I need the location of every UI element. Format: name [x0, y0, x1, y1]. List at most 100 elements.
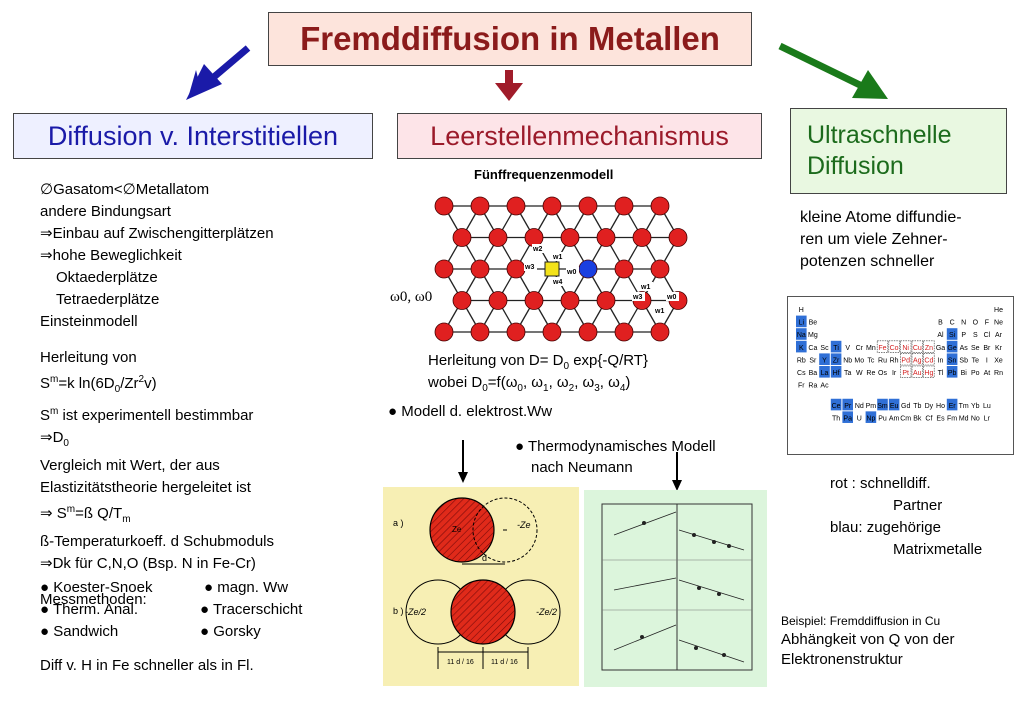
freq-label-bg: [566, 267, 579, 276]
element-symbol: Pt: [902, 370, 909, 377]
element-symbol: Zn: [925, 345, 933, 352]
formula-sm: Sm=k ln(6D0/Zr2v): [40, 369, 274, 401]
matrix-metal-cell: [830, 353, 842, 365]
lattice-atom: [614, 322, 634, 342]
element-symbol: Rn: [994, 370, 1003, 377]
seg: , ω: [599, 374, 620, 391]
data-point: [717, 592, 721, 596]
element-symbol: He: [994, 307, 1003, 314]
method-item: ● Koester-Snoek: [40, 579, 153, 596]
element-symbol: Nb: [843, 357, 852, 364]
lattice-atom: [632, 228, 652, 247]
data-point: [694, 646, 698, 650]
element-symbol: O: [973, 320, 979, 327]
matrix-metal-cell: [796, 328, 807, 340]
text-line: andere Bindungsart: [40, 203, 171, 220]
element-symbol: Ce: [832, 403, 841, 410]
lattice-atom: [488, 228, 508, 247]
element-symbol: Ir: [892, 370, 897, 377]
fast-diffuser-cell: [911, 353, 923, 366]
text-line: ∅Gasatom<∅Metallatom: [40, 181, 210, 198]
bullet-label-cont: nach Neumann: [531, 459, 633, 476]
matrix-metal-cell: [888, 398, 900, 411]
lattice-atom: [434, 322, 454, 342]
element-symbol: Ge: [947, 345, 956, 352]
element-symbol: Es: [936, 415, 945, 422]
label-a: a ): [393, 518, 404, 528]
freq-label: w2: [532, 246, 542, 253]
element-symbol: Au: [913, 370, 922, 377]
freq-label: w1: [654, 308, 664, 315]
fast-diffuser-cell: [911, 340, 923, 353]
element-symbol: Md: [959, 415, 969, 422]
freq-label: w0: [566, 269, 576, 276]
trend-line: [613, 577, 677, 591]
data-point: [642, 521, 646, 525]
matrix-metal-cell: [877, 398, 888, 411]
lattice-atom: [578, 196, 598, 216]
element-symbol: Tc: [867, 357, 875, 364]
main-title: Fremddiffusion in Metallen: [300, 20, 720, 57]
method-item: ● Therm. Anal.: [40, 601, 139, 618]
element-symbol: Hg: [924, 370, 933, 377]
element-symbol: Yb: [971, 403, 980, 410]
element-symbol: Er: [949, 403, 957, 410]
element-symbol: Fm: [947, 415, 957, 422]
element-symbol: In: [938, 357, 944, 364]
element-symbol: Se: [971, 345, 980, 352]
label-ze2-left: -Ze/2: [405, 607, 426, 617]
seg: 4: [619, 383, 626, 394]
freq-label-bg: [654, 306, 667, 315]
method-item: ● Tracerschicht: [200, 601, 303, 618]
vacancy-circle-a: [472, 497, 538, 563]
matrix-metal-cell: [946, 398, 958, 411]
derivation-line1: Herleitung von D= D0 exp{-Q/RT}: [428, 350, 648, 378]
element-symbol: Gd: [901, 403, 910, 410]
matrix-metal-cell: [819, 366, 830, 378]
element-symbol: Sm: [877, 403, 888, 410]
text-line: ⇒D0: [40, 427, 274, 455]
element-symbol: Lr: [984, 415, 991, 422]
element-symbol: Tb: [913, 403, 921, 410]
seg: 0: [114, 384, 121, 395]
text-line: Sm ist experimentell bestimmbar: [40, 401, 274, 427]
matrix-metal-cell: [830, 366, 842, 378]
data-point: [640, 635, 644, 639]
trend-line: [678, 529, 745, 551]
element-symbol: Cu: [913, 345, 922, 352]
text-line: ren um viele Zehner-: [800, 231, 948, 248]
lattice-atom: [434, 196, 454, 216]
element-symbol: Na: [797, 332, 806, 339]
electrostatic-figure: a ) b ) -Ze Ze d -Ze/2 -Ze/2 11 d / 16 1…: [383, 487, 579, 686]
element-symbol: Nd: [855, 403, 864, 410]
method-label: Koester-Snoek: [53, 579, 153, 596]
element-symbol: Tl: [938, 370, 944, 377]
trend-line: [613, 624, 677, 651]
lattice-atom: [614, 196, 634, 216]
label-b: b ): [393, 606, 404, 616]
seg: wobei D: [428, 374, 483, 391]
seg: =ß Q/T: [75, 505, 123, 522]
arrow-down-1-head: [458, 472, 468, 483]
interstitial-diffusion-title: Diffusion v. Interstitiellen: [47, 120, 339, 151]
element-symbol: K: [799, 345, 804, 352]
solute-atom-a: [429, 497, 495, 563]
arrow-right-head: [852, 70, 888, 99]
freq-label: w3: [632, 294, 642, 301]
freq-label: w4: [552, 279, 562, 286]
method-label: Therm. Anal.: [52, 601, 139, 618]
element-symbol: Pu: [878, 415, 887, 422]
seg: m: [50, 406, 59, 417]
right-description: kleine Atome diffundie- ren um viele Zeh…: [800, 207, 962, 273]
lattice-atom: [668, 228, 688, 247]
lattice-atom: [506, 322, 526, 342]
element-symbol: W: [856, 370, 863, 377]
element-symbol: Mn: [866, 345, 876, 352]
arrow-right-shaft: [778, 42, 864, 90]
seg: ⇒ S: [40, 505, 67, 522]
element-symbol: Fr: [798, 383, 805, 390]
element-symbol: Zr: [833, 357, 840, 364]
element-symbol: C: [950, 320, 955, 327]
freq-label-bg: [640, 282, 653, 291]
